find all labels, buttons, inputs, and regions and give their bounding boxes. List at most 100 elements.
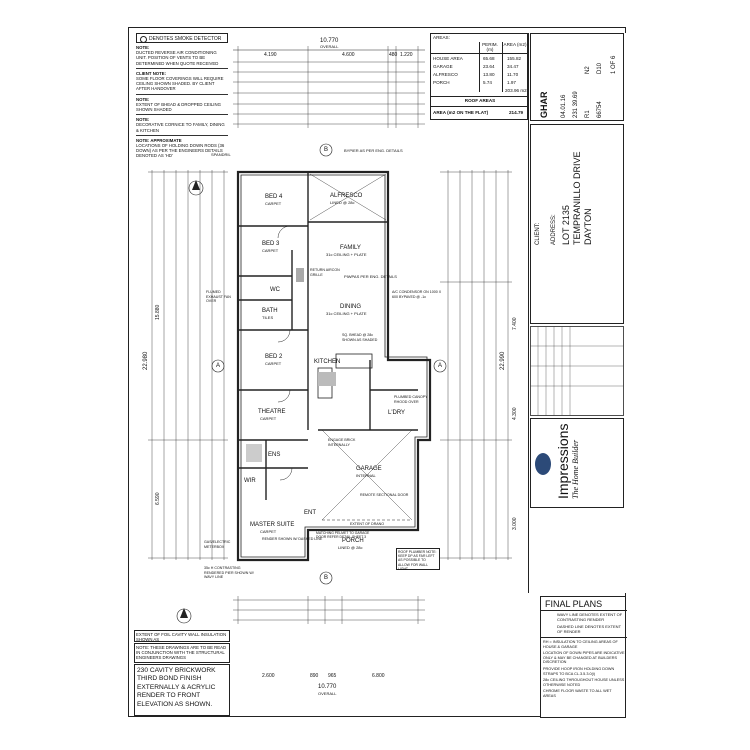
dim-left-b: 6.590 — [155, 492, 161, 505]
area-row-name: GARAGE — [433, 64, 453, 69]
engineer-note: NOTE: THESE DRAWINGS ARE TO BE READ IN C… — [134, 643, 230, 663]
note-item: NOTE:DECORATIVE CORNICE TO FAMILY, DININ… — [136, 117, 225, 133]
note-meterbox: GAS/ELECTRIC METERBOX — [204, 540, 231, 549]
legend-wavy: WAVY LINE DENOTES EXTENT OF CONTRASTING … — [557, 612, 623, 622]
area-row-perim: 23.64 — [483, 64, 495, 69]
address-line-1: LOT 2135 — [561, 205, 571, 245]
note-item: CLIENT NOTE:SOME FLOOR COVERINGS WILL RE… — [136, 70, 224, 92]
company-block: Impressions The Home Builder — [530, 418, 624, 508]
room-family: FAMILY — [340, 245, 361, 251]
note-right-item: RH = INSULATION TO CEILING AREAS OF HOUS… — [543, 640, 618, 649]
roof-area-label: AREA (m2 ON THE FLAT) — [433, 110, 489, 115]
job-rev: R1 — [585, 110, 591, 118]
note-item: NOTE:EXTENT OF BHEAD & DROPPED CEILING S… — [136, 96, 221, 113]
room-bed2-sub: CARPET — [265, 361, 282, 366]
note-bypier: BYPIER AS PER ENG. DETAILS — [344, 148, 403, 153]
address-block: CLIENT: ADDRESS: LOT 2135 TEMPRANILLO DR… — [530, 124, 624, 324]
note-right-item: 28c CEILING THROUGHOUT HOUSE UNLESS OTHE… — [543, 678, 625, 687]
dim-bot-a: 2.600 — [262, 673, 275, 679]
job-id: 66754 — [597, 101, 603, 118]
room-master: MASTER SUITE — [250, 522, 295, 528]
floor-plan — [148, 46, 512, 624]
dim-top-c: 480 — [389, 52, 398, 58]
company-logo-icon — [535, 453, 551, 475]
dim-top-b: 4.600 — [342, 52, 355, 58]
dim-bot-d: 6.800 — [372, 673, 385, 679]
room-kitchen: KITCHEN — [314, 359, 341, 365]
note-right-item: CHROME FLOOR WASTE TO ALL WET AREAS — [543, 689, 612, 698]
company-name: Impressions — [555, 423, 571, 499]
foil-insulation-note: EXTENT OF FOIL CAVITY WALL INSULATION SH… — [134, 630, 230, 642]
room-theatre: THEATRE — [258, 409, 286, 415]
section-mark-a-right: A — [438, 363, 443, 369]
room-garage-sub: INTERNAL — [356, 473, 376, 478]
section-mark-b-top: B — [324, 147, 329, 153]
area-row-perim: 5.74 — [483, 80, 492, 85]
legend-dashed: DASHED LINE DENOTES EXTENT OF RENDER — [557, 624, 621, 634]
note-bhead: SQ. BHEAD @ 28c SHOWN AS SHADED — [342, 333, 378, 342]
dim-bot-b: 890 — [310, 673, 319, 679]
room-wc: WC — [270, 287, 280, 293]
address-line-2: TEMPRANILLO DRIVE — [572, 151, 582, 245]
job-drawing: N2 — [585, 66, 591, 74]
room-wir: WIR — [244, 478, 256, 484]
note-exhaust: FLUMED EXHAUST FAN OVER — [206, 290, 231, 303]
dim-right-b: 4.300 — [512, 407, 518, 420]
room-ensuite: ENS — [268, 452, 281, 458]
note-contrasting-pier: 35c H CONTRASTING RENDERED PIER SHOWN W/… — [204, 566, 254, 579]
section-mark-b-bottom: B — [324, 575, 329, 581]
note-right-item: LOCATION OF DOWN PIPES ARE INDICATIVE ON… — [543, 651, 625, 665]
dim-overall-label-top: OVERALL — [320, 44, 339, 49]
dim-left-total: 22.980 — [143, 351, 149, 370]
room-bath: BATH — [262, 308, 278, 314]
area-row-name: ALFRESCO — [433, 72, 458, 77]
area-row-area: 155.82 — [507, 56, 522, 61]
client-name: GHAR — [539, 91, 549, 119]
room-entry: ENT — [304, 510, 316, 516]
dim-right-total: 22.990 — [500, 351, 506, 370]
room-theatre-sub: CARPET — [260, 416, 277, 421]
room-bed4: BED 4 — [265, 194, 283, 200]
job-number: 231 39.69 — [573, 91, 579, 118]
job-page: 1 OF 6 — [611, 55, 617, 74]
area-row-area: 1.97 — [507, 80, 516, 85]
brickwork-note: 230 CAVITY BRICKWORK THIRD BOND FINISH E… — [134, 664, 230, 716]
section-mark-a-left: A — [216, 363, 221, 369]
job-code: D10 — [597, 62, 603, 74]
smoke-detector-icon — [140, 36, 147, 43]
area-total: 203.96 m2 — [505, 88, 527, 93]
note-drano: EXTENT OF DRANO — [350, 522, 385, 526]
dim-left-a: 15.880 — [155, 304, 161, 320]
note-pelmet: MATCHING PELMET TO GARAGE DOOR REFER DET… — [316, 531, 370, 540]
note-item: NOTE:DUCTED REVERSE AIR CONDITIONING UNI… — [136, 45, 219, 66]
room-porch: PORCH — [342, 538, 364, 544]
dim-right-c: 3.000 — [512, 517, 518, 530]
dim-top-a: 4.190 — [264, 52, 277, 58]
areas-title: AREAS: — [433, 35, 450, 40]
note-ac: A/C CONDENSOR ON 1000 X 600 BYPAVED @ -1… — [392, 290, 442, 299]
areas-table: AREAS: PERIM. (m) AREA (m2) HOUSE AREA 6… — [430, 33, 529, 120]
client-label: CLIENT: — [535, 222, 541, 245]
room-porch-sub: LINED @ 28c — [338, 545, 363, 550]
smoke-detector-text: DENOTES SMOKE DETECTOR — [149, 36, 222, 42]
areas-col-perim: PERIM. (m) — [482, 42, 498, 52]
final-plans-title: FINAL PLANS — [545, 599, 603, 609]
job-info-block: GHAR 04.01.16 231 39.69 R1 66754 N2 D10 … — [530, 33, 624, 121]
room-alfresco: ALFRESCO — [330, 193, 363, 199]
dim-right-a: 7.400 — [512, 317, 518, 330]
roof-areas-title: ROOF AREAS — [464, 98, 496, 103]
room-dining-sub: 31c CEILING + PLATE — [326, 311, 367, 316]
area-row-name: PORCH — [433, 80, 450, 85]
room-garage: GARAGE — [356, 466, 382, 472]
areas-col-area: AREA (m2) — [503, 42, 527, 47]
room-bath-sub: TILES — [262, 315, 274, 320]
note-remote-door: REMOTE SECTIONAL DOOR — [360, 493, 409, 497]
revision-table — [530, 326, 624, 416]
room-bed4-sub: CARPET — [265, 201, 282, 206]
notes-left: NOTE:DUCTED REVERSE AIR CONDITIONING UNI… — [136, 45, 228, 159]
area-row-area: 11.70 — [507, 72, 519, 77]
area-row-area: 34.47 — [507, 64, 519, 69]
north-arrow-icon — [180, 608, 188, 618]
note-piwp: PIWPAS PER ENG. DETAILS — [344, 274, 397, 279]
